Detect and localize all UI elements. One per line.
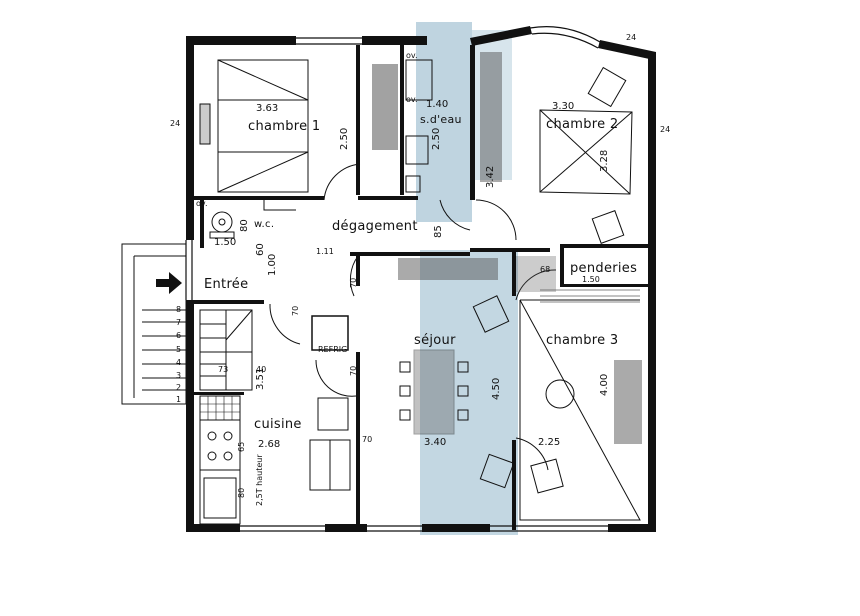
kitchen-table bbox=[309, 397, 351, 491]
dim-penderies-width: 1.50 bbox=[582, 275, 600, 284]
room-label-cuisine: cuisine bbox=[254, 417, 302, 432]
dim-chambre-1-width: 3.63 bbox=[256, 103, 279, 114]
dim-sejour-width: 3.40 bbox=[424, 437, 447, 448]
dim-degagement-85: 85 bbox=[433, 225, 444, 238]
dim-degagement-depth: 1.00 bbox=[267, 253, 278, 276]
ov-label-3: ov. bbox=[196, 199, 208, 208]
ov-label-1: ov. bbox=[406, 51, 418, 60]
dim-sdeau-width: 1.40 bbox=[426, 99, 449, 110]
room-label-degagement: dégagement bbox=[332, 219, 418, 234]
stair-step-2: 2 bbox=[176, 383, 182, 392]
wall-thickness-top-left: 24 bbox=[170, 119, 181, 128]
room-label-chambre-3: chambre 3 bbox=[546, 333, 619, 348]
refrig-box bbox=[311, 315, 349, 351]
wc-fixture bbox=[209, 211, 235, 239]
room-label-entree: Entrée bbox=[204, 277, 249, 292]
dim-penderies-depth: 68 bbox=[540, 265, 551, 274]
stair-step-5: 5 bbox=[176, 345, 182, 354]
refrig-label: REFRIG bbox=[318, 345, 348, 354]
stair-step-7: 7 bbox=[176, 318, 182, 327]
room-label-wc: w.c. bbox=[254, 219, 275, 230]
dim-door-70a: 70 bbox=[349, 277, 358, 288]
wall-thickness-right: 24 bbox=[660, 125, 671, 134]
dim-door-70c: 70 bbox=[349, 365, 358, 376]
dining-table bbox=[399, 349, 469, 435]
room-label-chambre-2: chambre 2 bbox=[546, 117, 619, 132]
dim-cuisine-80: 80 bbox=[237, 487, 246, 498]
room-label-sdeau: s.d'eau bbox=[420, 113, 462, 126]
stair-step-6: 6 bbox=[176, 331, 182, 340]
bathroom-fixtures bbox=[405, 59, 433, 193]
sideboard-hatch bbox=[398, 258, 498, 280]
dim-door-70b: 70 bbox=[291, 305, 300, 316]
dim-degagement-60: 60 bbox=[255, 243, 266, 256]
room-label-chambre-1: chambre 1 bbox=[248, 119, 321, 134]
chambre-3-furniture bbox=[472, 289, 641, 521]
dim-sdeau-depth: 2.50 bbox=[431, 127, 442, 150]
windows bbox=[185, 26, 608, 532]
exterior-walls bbox=[186, 26, 656, 532]
wall-thickness-top-right: 24 bbox=[626, 33, 637, 42]
dim-stair-73: 73 bbox=[218, 365, 229, 374]
dim-stair-40: 40 bbox=[256, 365, 267, 374]
room-label-penderies: penderies bbox=[570, 261, 638, 276]
interior-stair bbox=[199, 309, 253, 391]
wardrobe-chambre-2 bbox=[480, 52, 502, 182]
dim-sejour-depth: 4.50 bbox=[491, 377, 502, 400]
dim-cuisine-65: 65 bbox=[237, 441, 246, 452]
outside-stairs bbox=[121, 243, 187, 405]
ov-label-2: ov. bbox=[406, 95, 418, 104]
dim-chambre-2-extra: 3.42 bbox=[485, 165, 496, 188]
stair-step-3: 3 bbox=[176, 371, 182, 380]
stair-step-8: 8 bbox=[176, 305, 182, 314]
bed-chambre-1 bbox=[199, 59, 309, 193]
dim-door-70d: 70 bbox=[362, 435, 373, 444]
dim-chambre-3-depth: 4.00 bbox=[599, 373, 610, 396]
stair-step-1: 1 bbox=[176, 395, 182, 404]
wardrobe-chambre-1 bbox=[372, 64, 398, 150]
kitchen-counter bbox=[199, 395, 241, 525]
tape-strip-bottom bbox=[420, 250, 518, 535]
room-label-sejour: séjour bbox=[414, 333, 456, 348]
kitchen-floor-tile bbox=[199, 395, 241, 421]
kitchen-height-note: 2,5T hauteur bbox=[255, 454, 264, 506]
penderies-hatch bbox=[516, 256, 556, 292]
entry-arrow-icon bbox=[156, 272, 182, 294]
dim-chambre-1-depth: 2.50 bbox=[339, 127, 350, 150]
interior-walls bbox=[194, 45, 650, 530]
dim-chambre-2-depth: 3.28 bbox=[599, 149, 610, 172]
bed-chambre-2 bbox=[539, 66, 633, 244]
wall-thickness-bottom-right: 24 bbox=[626, 525, 637, 534]
tape-strip-top bbox=[416, 22, 472, 222]
dim-wc-depth: 80 bbox=[239, 219, 250, 232]
dim-degagement-width: 1.11 bbox=[316, 247, 334, 256]
dim-chambre-2-width: 3.30 bbox=[552, 101, 575, 112]
wardrobe-chambre-3 bbox=[614, 360, 642, 444]
dim-chambre-3-width: 2.25 bbox=[538, 437, 561, 448]
stair-step-4: 4 bbox=[176, 358, 182, 367]
dim-wc-width: 1.50 bbox=[214, 237, 237, 248]
door-swings bbox=[263, 163, 557, 471]
dim-cuisine-width: 2.68 bbox=[258, 439, 281, 450]
